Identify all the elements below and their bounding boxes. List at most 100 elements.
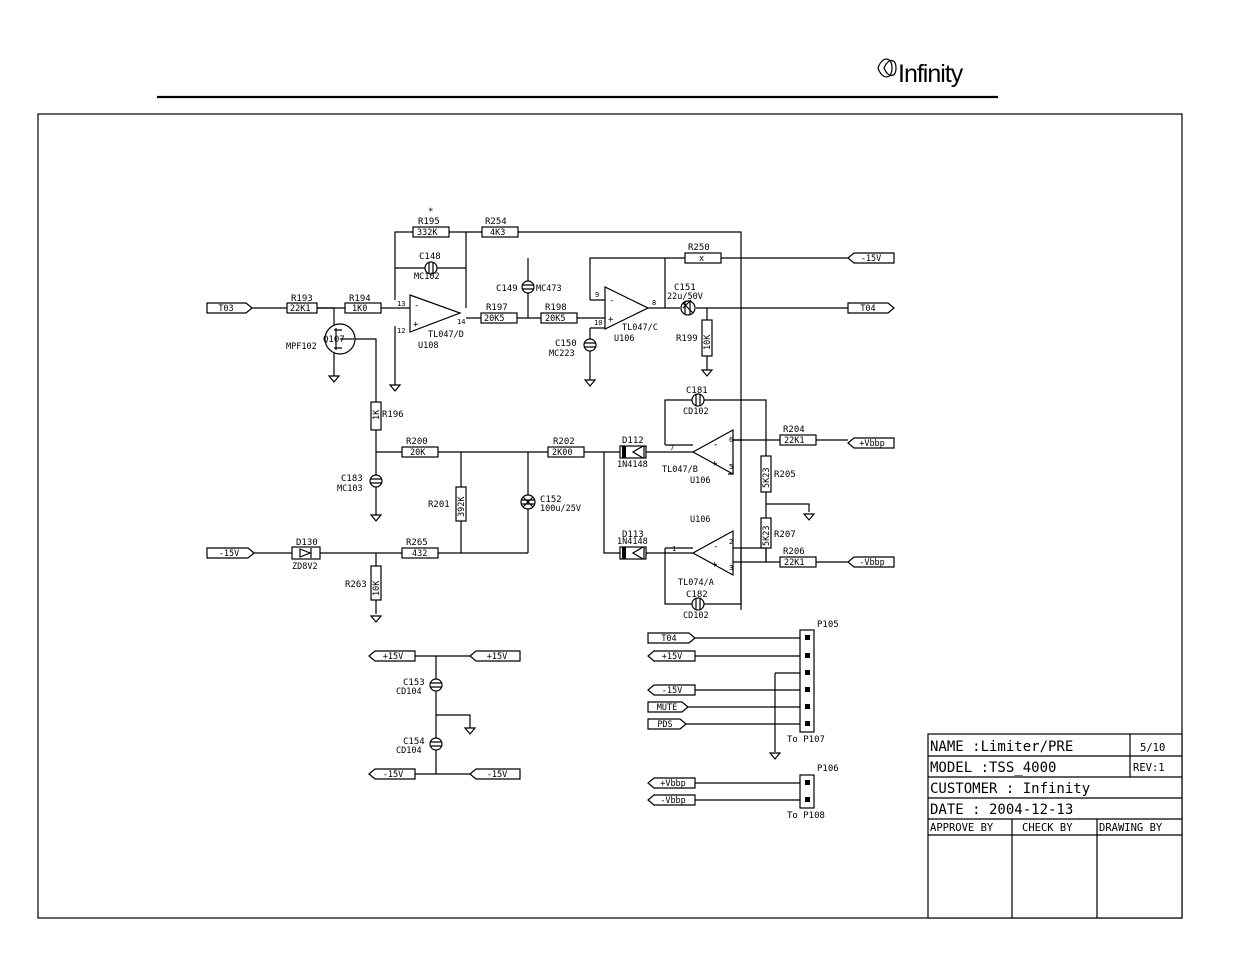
svg-text:MC223: MC223 [549, 349, 575, 359]
svg-text:MC102: MC102 [414, 272, 440, 282]
tb-drawing: DRAWING BY [1099, 822, 1163, 834]
svg-text:9: 9 [595, 291, 599, 299]
svg-text:T04: T04 [860, 304, 875, 314]
svg-text:MPF102: MPF102 [286, 342, 317, 352]
svg-text:-15V: -15V [861, 254, 881, 264]
port-p106-minus-vbbp: -Vbbp [647, 794, 696, 806]
op-amp-u108: -+ 13 12 14 TL047/D U108 [397, 294, 465, 351]
svg-text:R204: R204 [783, 425, 805, 435]
svg-text:7: 7 [670, 444, 674, 452]
svg-text:1: 1 [672, 545, 676, 553]
u106b-type: TL047/B [662, 465, 698, 475]
svg-text:C154: C154 [403, 737, 425, 747]
svg-text:PDS: PDS [657, 720, 672, 730]
svg-text:1K0: 1K0 [352, 304, 367, 314]
port-p106-plus-vbbp: +Vbbp [647, 777, 696, 789]
svg-text:T03: T03 [218, 304, 233, 314]
svg-text:5K23: 5K23 [762, 526, 772, 546]
svg-text:R207: R207 [774, 530, 796, 540]
svg-text:392K: 392K [457, 496, 467, 517]
svg-text:+: + [413, 320, 419, 330]
tb-date: DATE : 2004-12-13 [930, 802, 1073, 818]
svg-text:C149: C149 [496, 284, 518, 294]
svg-text:-: - [713, 440, 718, 450]
svg-text:2: 2 [729, 538, 733, 546]
u108-type: TL047/D [428, 330, 464, 340]
svg-text:22u/50V: 22u/50V [667, 292, 703, 302]
svg-text:20K: 20K [410, 448, 426, 458]
u106c-type: TL047/C [622, 323, 658, 333]
connector-p106: P106 To P108 [787, 764, 839, 821]
svg-text:CD102: CD102 [683, 407, 709, 417]
title-block: NAME :Limiter/PRE 5/10 MODEL :TSS_4000 R… [927, 733, 1183, 919]
svg-text:R200: R200 [406, 437, 428, 447]
resistor-r199: R199 10K [676, 319, 713, 357]
svg-text:14: 14 [457, 318, 465, 326]
svg-text:C148: C148 [419, 252, 441, 262]
svg-text:C181: C181 [686, 386, 708, 396]
port-minus15-top: -15V [847, 252, 895, 264]
svg-text:332K: 332K [417, 228, 438, 238]
svg-text:*: * [428, 207, 433, 217]
tb-rev: REV:1 [1133, 762, 1165, 774]
connector-p105: P105 To P107 [787, 620, 839, 745]
svg-text:5K23: 5K23 [762, 468, 772, 488]
svg-text:3: 3 [729, 564, 733, 572]
port-p105-t04: T04 [647, 632, 696, 644]
svg-text:-15V: -15V [219, 549, 239, 559]
svg-text:R263: R263 [345, 580, 367, 590]
svg-text:R254: R254 [485, 217, 507, 227]
ground-symbols [327, 369, 816, 760]
svg-text:P106: P106 [817, 764, 839, 774]
svg-text:R199: R199 [676, 334, 698, 344]
tb-sheet: 5/10 [1140, 742, 1165, 754]
svg-text:4K3: 4K3 [490, 228, 505, 238]
svg-text:22K1: 22K1 [290, 304, 310, 314]
port-p105-minus15: -15V [647, 684, 696, 696]
port-plus15-l: +15V [368, 650, 416, 662]
svg-text:x: x [699, 254, 704, 264]
svg-text:+: + [712, 560, 718, 570]
op-amp-u106a: -+ 2 3 1 TL074/A [672, 529, 734, 588]
port-p105-mute: MUTE [647, 701, 689, 713]
port-flags: T03 -15V T04 +Vbbp -Vbbp -15V +15V +15V … [206, 252, 895, 806]
svg-text:5: 5 [729, 463, 733, 471]
tb-model: MODEL :TSS_4000 [930, 760, 1056, 776]
port-vbbp-neg: -Vbbp [847, 556, 895, 568]
port-p105-plus15: +15V [647, 650, 696, 662]
port-minus15-br: -15V [469, 768, 521, 780]
svg-text:CD104: CD104 [396, 746, 422, 756]
svg-text:-: - [609, 296, 614, 306]
u106c-ref: U106 [614, 334, 634, 344]
svg-text:R193: R193 [291, 294, 313, 304]
svg-text:R205: R205 [774, 470, 796, 480]
svg-text:+15V: +15V [487, 652, 507, 662]
svg-text:D130: D130 [296, 538, 318, 548]
svg-text:-: - [414, 301, 419, 311]
u106a-type: TL074/A [678, 578, 714, 588]
svg-text:100u/25V: 100u/25V [540, 504, 581, 514]
svg-text:13: 13 [397, 300, 405, 308]
svg-text:R250: R250 [688, 243, 710, 253]
svg-text:-15V: -15V [487, 770, 507, 780]
svg-text:+: + [608, 315, 614, 325]
svg-text:C153: C153 [403, 678, 425, 688]
svg-text:10K: 10K [703, 334, 713, 350]
svg-text:R195: R195 [418, 217, 440, 227]
svg-text:22K1: 22K1 [784, 436, 804, 446]
port-plus15-r: +15V [469, 650, 521, 662]
